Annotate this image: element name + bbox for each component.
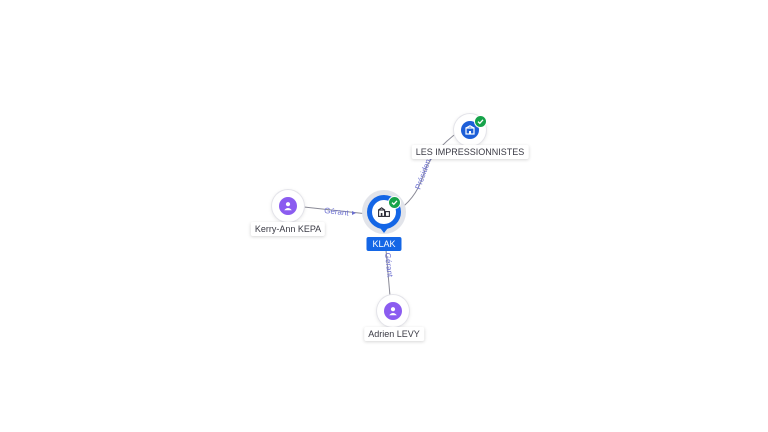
node-kerry-ann-kepa[interactable]: [272, 190, 304, 222]
edge-line-president: [399, 131, 459, 210]
node-label-adrien-levy[interactable]: Adrien LEVY: [364, 327, 424, 341]
node-label-les-impressionnistes[interactable]: LES IMPRESSIONNISTES: [411, 145, 529, 159]
edge-arrow-kerry: [352, 211, 356, 215]
node-adrien-levy[interactable]: [377, 295, 409, 327]
building-icon: [378, 207, 390, 217]
edge-label-gerant-kerry[interactable]: Gérant: [324, 206, 350, 218]
person-icon: [284, 202, 292, 211]
main-node-pin-tip: [377, 224, 391, 233]
check-icon: [477, 119, 484, 125]
edge-line-gerant-kerry: [303, 206, 369, 215]
node-klak-main[interactable]: [362, 190, 406, 236]
edge-label-gerant-adrien[interactable]: Gérant: [383, 252, 395, 278]
building-icon: [465, 125, 475, 135]
node-label-kerry-ann-kepa[interactable]: Kerry-Ann KEPA: [250, 222, 326, 236]
person-icon: [389, 307, 397, 316]
edge-line-gerant-adrien: [385, 249, 391, 297]
node-les-impressionnistes[interactable]: [454, 114, 487, 146]
check-icon: [391, 200, 398, 206]
verified-badge: [388, 196, 401, 209]
edge-label-president[interactable]: Président: [413, 155, 433, 191]
verified-badge: [474, 115, 487, 128]
node-label-klak[interactable]: KLAK: [366, 237, 402, 251]
